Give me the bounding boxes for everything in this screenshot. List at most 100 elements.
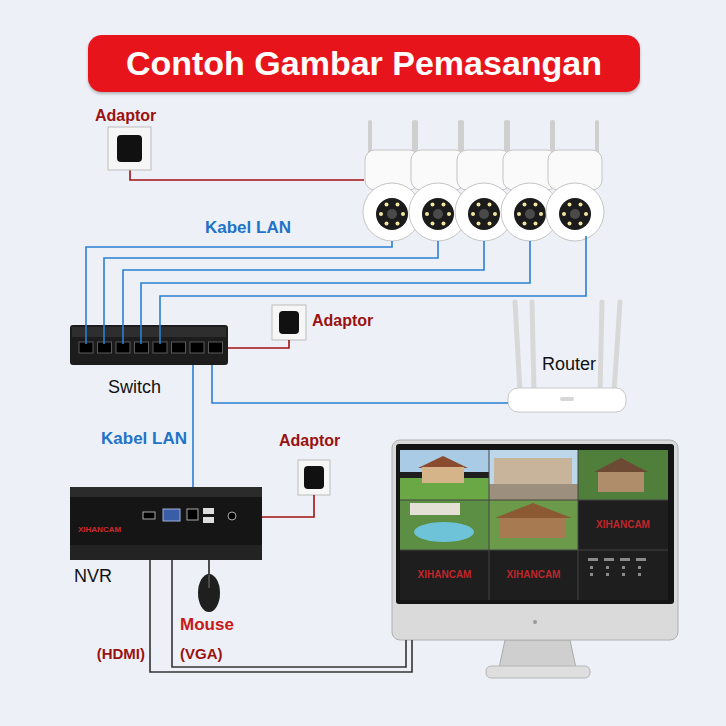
router-led: [560, 397, 574, 401]
table-mark: [620, 558, 630, 561]
power-port: [228, 512, 236, 520]
house: [410, 503, 460, 515]
grid-line: [578, 450, 579, 600]
cable: [262, 495, 314, 517]
lan-cable: [86, 241, 392, 344]
nvr-body: [70, 545, 262, 560]
status-table: [588, 558, 646, 576]
camera-feed: [489, 450, 578, 500]
grid-line: [400, 500, 668, 501]
grid-line: [489, 450, 490, 600]
cable: [228, 340, 289, 348]
router-node: Router: [508, 300, 626, 415]
cable-label: Kabel LAN: [101, 429, 187, 449]
switch-body: [70, 325, 228, 365]
monitor-stand: [499, 640, 576, 668]
lan-port: [187, 509, 198, 520]
port: [209, 342, 223, 353]
monitor-node: XIHANCAM XIHANCAM XIHANCAM: [392, 440, 678, 640]
house: [598, 470, 644, 492]
adaptor-node: Adaptor: [272, 305, 306, 340]
usb-port: [203, 517, 214, 523]
pool: [414, 522, 474, 542]
switch-ports: [79, 342, 223, 353]
device-label: XIHANCAM: [507, 569, 561, 581]
port: [172, 342, 186, 353]
screen-grid: [400, 450, 668, 600]
table-mark: [622, 573, 625, 576]
adaptor-icon: [298, 460, 330, 495]
roof: [418, 456, 468, 468]
router-body: [508, 388, 626, 412]
switch-body: [72, 327, 226, 337]
table-mark: [638, 573, 641, 576]
router-antenna: [600, 302, 602, 392]
table-mark: [638, 566, 641, 569]
monitor-screen: [400, 450, 668, 600]
nvr-body: [70, 487, 262, 497]
device-label: Switch: [108, 377, 161, 398]
plaza: [489, 484, 578, 500]
table-mark: [636, 558, 646, 561]
ip-camera: [546, 122, 604, 241]
monitor-stand: [486, 666, 590, 678]
power-wire: [130, 170, 364, 180]
device-label: Mouse: [180, 615, 234, 635]
mouse-icon: [198, 574, 220, 612]
table-mark: [606, 573, 609, 576]
nvr-body: [70, 487, 262, 560]
camera-feed: [400, 450, 489, 500]
table-mark: [588, 558, 598, 561]
mouse-icon: [209, 575, 210, 588]
cable: [208, 560, 210, 574]
table-mark: [604, 558, 614, 561]
hdmi-port: [143, 512, 155, 519]
device-label: Adaptor: [95, 107, 156, 125]
cable: [212, 365, 508, 403]
nvr-node: NVRXIHANCAM: [70, 487, 262, 560]
power-led: [533, 620, 537, 624]
lan-cable: [160, 236, 586, 344]
cable-label: (HDMI): [97, 645, 145, 662]
router-antenna: [532, 302, 534, 392]
device-label: Adaptor: [312, 312, 373, 330]
house: [422, 467, 464, 483]
table-mark: [622, 566, 625, 569]
lan-cable: [123, 241, 484, 344]
table-mark: [606, 566, 609, 569]
device-label: Adaptor: [279, 432, 340, 450]
table-mark: [590, 573, 593, 576]
device-label: Router: [540, 354, 598, 375]
title-text: Contoh Gambar Pemasangan: [126, 44, 602, 83]
camera-feed: [578, 450, 668, 500]
cable-label: Kabel LAN: [205, 218, 291, 238]
garden: [489, 500, 578, 550]
device-label: XIHANCAM: [418, 569, 472, 581]
device-label: XIHANCAM: [596, 519, 650, 531]
grid-line: [400, 550, 668, 551]
mouse-node: Mouse: [198, 574, 220, 612]
device-label: NVR: [74, 566, 112, 587]
garden: [400, 500, 489, 550]
device-label: XIHANCAM: [78, 525, 121, 534]
vga-port: [163, 509, 180, 521]
sky: [489, 450, 578, 500]
adaptor-icon: [108, 127, 151, 170]
lan-cables: [86, 236, 586, 344]
lan-cable: [141, 241, 530, 344]
router-antenna: [614, 302, 620, 392]
trees: [578, 450, 668, 500]
usb-port: [203, 508, 214, 514]
monitor-frame: [392, 440, 678, 640]
camera-feed: [489, 500, 578, 550]
cable-label: (VGA): [180, 645, 223, 662]
cable: [172, 560, 406, 667]
camera-feed: [400, 500, 489, 550]
adaptor-icon: [304, 466, 324, 489]
roof: [594, 458, 648, 472]
title-banner: Contoh Gambar Pemasangan: [88, 35, 640, 92]
pavilion: [500, 518, 566, 538]
adaptor-icon: [279, 311, 299, 334]
